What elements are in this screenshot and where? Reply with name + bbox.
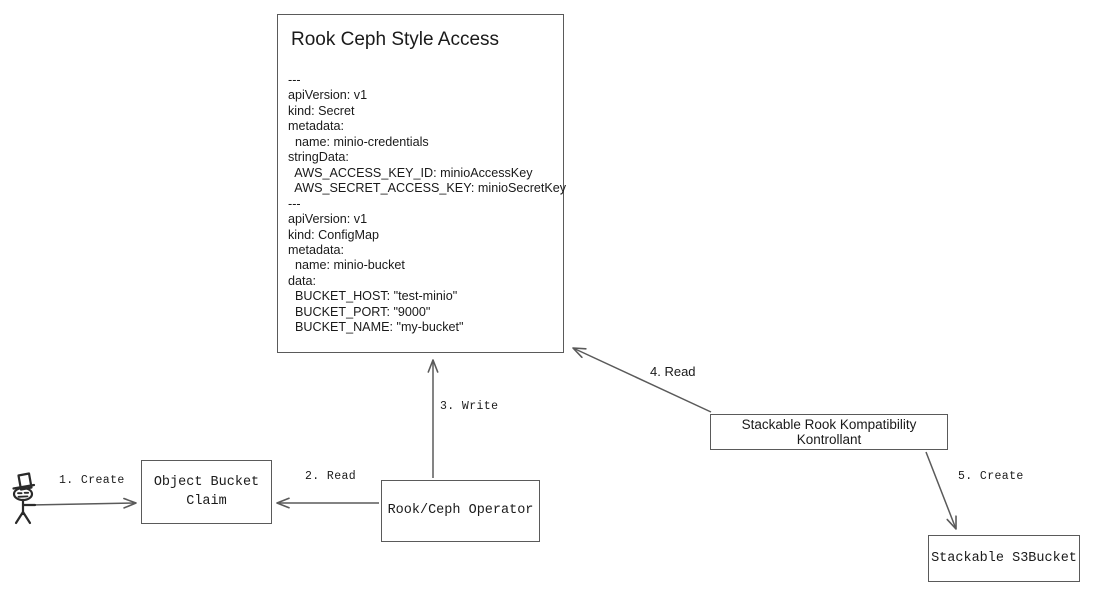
actor-stick-figure-with-top-hat-icon [12, 472, 37, 525]
edge-label-1-create: 1. Create [59, 474, 125, 487]
node-stackable-s3bucket: Stackable S3Bucket [928, 535, 1080, 582]
edge-label-3-write: 3. Write [440, 400, 499, 413]
node-stackable-rook-kompatibility-kontrollant: Stackable Rook Kompatibility Kontrollant [710, 414, 948, 450]
edge-label-4-read: 4. Read [650, 364, 696, 379]
edge-5-create-line [925, 451, 957, 530]
card-yaml-content: --- apiVersion: v1 kind: Secret metadata… [288, 73, 567, 335]
node-object-bucket-claim: Object Bucket Claim [141, 460, 272, 524]
edge-label-5-create: 5. Create [958, 470, 1024, 483]
card-title: Rook Ceph Style Access [291, 29, 500, 50]
edge-1-create-line [29, 497, 137, 509]
edge-4-read-line [572, 347, 712, 413]
edge-label-2-read: 2. Read [305, 470, 357, 483]
node-rook-ceph-operator: Rook/Ceph Operator [381, 480, 540, 542]
rook-ceph-style-access-card: Rook Ceph Style Access --- apiVersion: v… [277, 14, 567, 353]
